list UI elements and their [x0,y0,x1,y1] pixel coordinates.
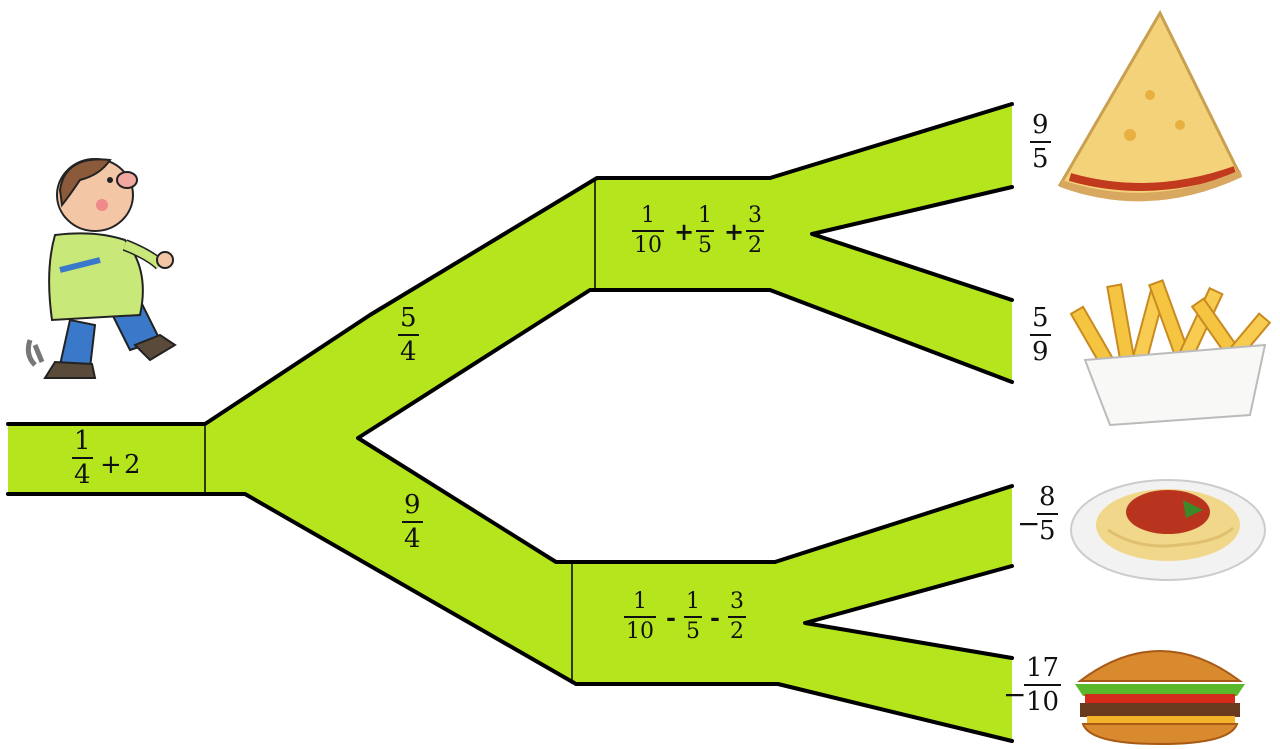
denominator: 10 [1024,686,1061,715]
denominator: 10 [632,232,664,257]
lower-branch-numerator: 9 [402,492,423,521]
upper-junction-term-2: 1 5 [696,205,714,257]
lower-junction-op-2: - [710,606,720,630]
numerator: 1 [684,591,702,616]
numerator: 8 [1037,484,1058,513]
denominator: 10 [624,618,656,643]
lower-branch-fraction: 9 4 [402,492,423,552]
denominator: 5 [1030,143,1051,172]
start-term: 2 [124,452,141,478]
kid-walking-icon [0,150,190,380]
burger-value: 17 10 [1024,655,1061,715]
denominator: 5 [696,232,714,257]
upper-branch-denominator: 4 [398,336,419,365]
lower-junction-term-1: 1 10 [624,591,656,643]
numerator: 9 [1030,112,1051,141]
upper-junction-term-3: 3 2 [746,205,764,257]
upper-branch-fraction: 5 4 [398,305,419,365]
numerator: 1 [631,591,649,616]
lower-branch-denominator: 4 [402,523,423,552]
denominator: 5 [1037,515,1058,544]
denominator: 2 [728,618,746,643]
burger-icon [1065,636,1255,746]
spaghetti-icon [1068,470,1268,585]
fries-icon [1070,265,1275,440]
numerator: 3 [728,591,746,616]
start-numerator: 1 [72,428,93,457]
pizza-value: 9 5 [1030,112,1051,172]
start-fraction: 1 4 [72,428,93,488]
start-denominator: 4 [72,459,93,488]
burger-sign: − [1003,681,1026,709]
upper-junction-term-1: 1 10 [632,205,664,257]
numerator: 17 [1024,655,1061,684]
upper-junction-op-1: + [674,220,694,244]
numerator: 3 [746,205,764,230]
spaghetti-value: 8 5 [1037,484,1058,544]
upper-branch-numerator: 5 [398,305,419,334]
denominator: 9 [1030,336,1051,365]
lower-junction-term-2: 1 5 [684,591,702,643]
fries-value: 5 9 [1030,305,1051,365]
denominator: 2 [746,232,764,257]
numerator: 1 [639,205,657,230]
numerator: 1 [696,205,714,230]
lower-junction-term-3: 3 2 [728,591,746,643]
lower-junction-op-1: - [666,606,676,630]
pizza-icon [1050,5,1250,220]
denominator: 5 [684,618,702,643]
upper-junction-op-2: + [724,220,744,244]
start-operator: + [100,452,122,478]
numerator: 5 [1030,305,1051,334]
